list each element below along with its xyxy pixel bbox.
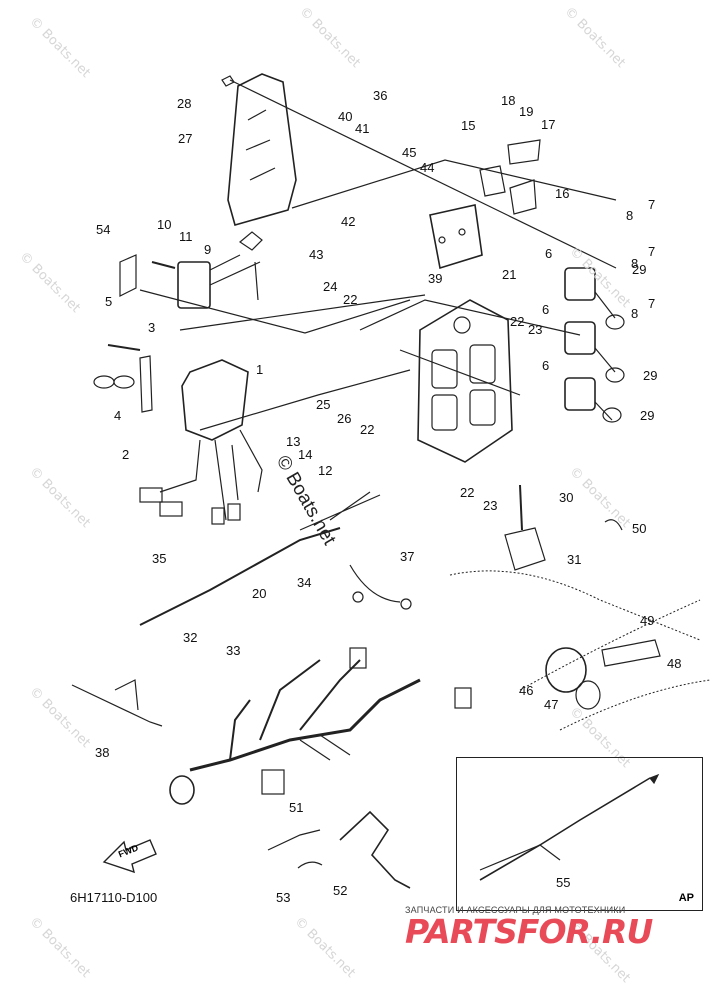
callout-label: 35 xyxy=(152,551,167,566)
callout-label: 52 xyxy=(333,883,348,898)
fwd-arrow-icon xyxy=(102,839,157,874)
inset-label: AP xyxy=(678,892,694,904)
callout-label: 1 xyxy=(256,362,264,377)
callout-label: 30 xyxy=(559,490,574,505)
callout-label: 7 xyxy=(648,197,656,212)
callout-label: 40 xyxy=(338,109,353,124)
callout-label: 28 xyxy=(177,96,192,111)
callout-label: 29 xyxy=(643,368,658,383)
callout-label: 33 xyxy=(226,643,241,658)
callout-label: 22 xyxy=(460,485,475,500)
callout-label: 26 xyxy=(337,411,352,426)
callout-label: 8 xyxy=(631,306,639,321)
callout-label: 37 xyxy=(400,549,415,564)
callout-label: 8 xyxy=(626,208,634,223)
callout-label: 42 xyxy=(341,214,356,229)
diagram-code: 6H17110-D100 xyxy=(70,890,158,905)
brand-logo: ЗАПЧАСТИ И АКСЕССУАРЫ ДЛЯ МОТОТЕХНИКИ PA… xyxy=(405,905,705,949)
callout-label: 44 xyxy=(420,160,435,175)
callout-label: 27 xyxy=(178,131,193,146)
callout-label: 24 xyxy=(323,279,338,294)
callout-label: 31 xyxy=(567,552,582,567)
callout-label: 53 xyxy=(276,890,291,905)
callout-label: 6 xyxy=(545,246,553,261)
callout-label: 50 xyxy=(632,521,647,536)
callout-label: 54 xyxy=(96,222,111,237)
brand-tagline: ЗАПЧАСТИ И АКСЕССУАРЫ ДЛЯ МОТОТЕХНИКИ xyxy=(405,905,626,915)
callout-label: 6 xyxy=(542,302,550,317)
callout-label: 12 xyxy=(318,463,333,478)
callout-label: 46 xyxy=(519,683,534,698)
callout-label: 41 xyxy=(355,121,370,136)
inset-box-ap: AP xyxy=(456,757,703,911)
callout-label: 8 xyxy=(631,256,639,271)
callout-label: 25 xyxy=(316,397,331,412)
callout-label: 14 xyxy=(298,447,313,462)
callout-label: 38 xyxy=(95,745,110,760)
callout-label: 7 xyxy=(648,296,656,311)
callout-label: 20 xyxy=(252,586,267,601)
callout-label: 39 xyxy=(428,271,443,286)
callout-label: 21 xyxy=(502,267,517,282)
callout-label: 32 xyxy=(183,630,198,645)
callout-label: 17 xyxy=(541,117,556,132)
callout-label: 55 xyxy=(556,875,571,890)
callout-label: 48 xyxy=(667,656,682,671)
callout-label: 15 xyxy=(461,118,476,133)
callout-label: 22 xyxy=(360,422,375,437)
callout-label: 10 xyxy=(157,217,172,232)
callout-label: 9 xyxy=(204,242,212,257)
callout-label: 49 xyxy=(640,613,655,628)
callout-label: 16 xyxy=(555,186,570,201)
callout-label: 51 xyxy=(289,800,304,815)
callout-label: 3 xyxy=(148,320,156,335)
callout-label: 4 xyxy=(114,408,122,423)
callout-label: 6 xyxy=(542,358,550,373)
callout-label: 22 xyxy=(510,314,525,329)
callout-label: 2 xyxy=(122,447,130,462)
callout-label: 43 xyxy=(309,247,324,262)
callout-label: 5 xyxy=(105,294,113,309)
callout-label: 36 xyxy=(373,88,388,103)
callout-label: 47 xyxy=(544,697,559,712)
brand-name: PARTSFOR.RU xyxy=(405,912,653,951)
callout-label: 45 xyxy=(402,145,417,160)
callout-label: 18 xyxy=(501,93,516,108)
callout-label: 7 xyxy=(648,244,656,259)
callout-label: 29 xyxy=(640,408,655,423)
callout-label: 19 xyxy=(519,104,534,119)
callout-label: 23 xyxy=(483,498,498,513)
callout-label: 34 xyxy=(297,575,312,590)
callout-label: 13 xyxy=(286,434,301,449)
callout-label: 23 xyxy=(528,322,543,337)
callout-label: 22 xyxy=(343,292,358,307)
callout-label: 11 xyxy=(179,229,193,244)
callout-label: 29 xyxy=(632,262,647,277)
